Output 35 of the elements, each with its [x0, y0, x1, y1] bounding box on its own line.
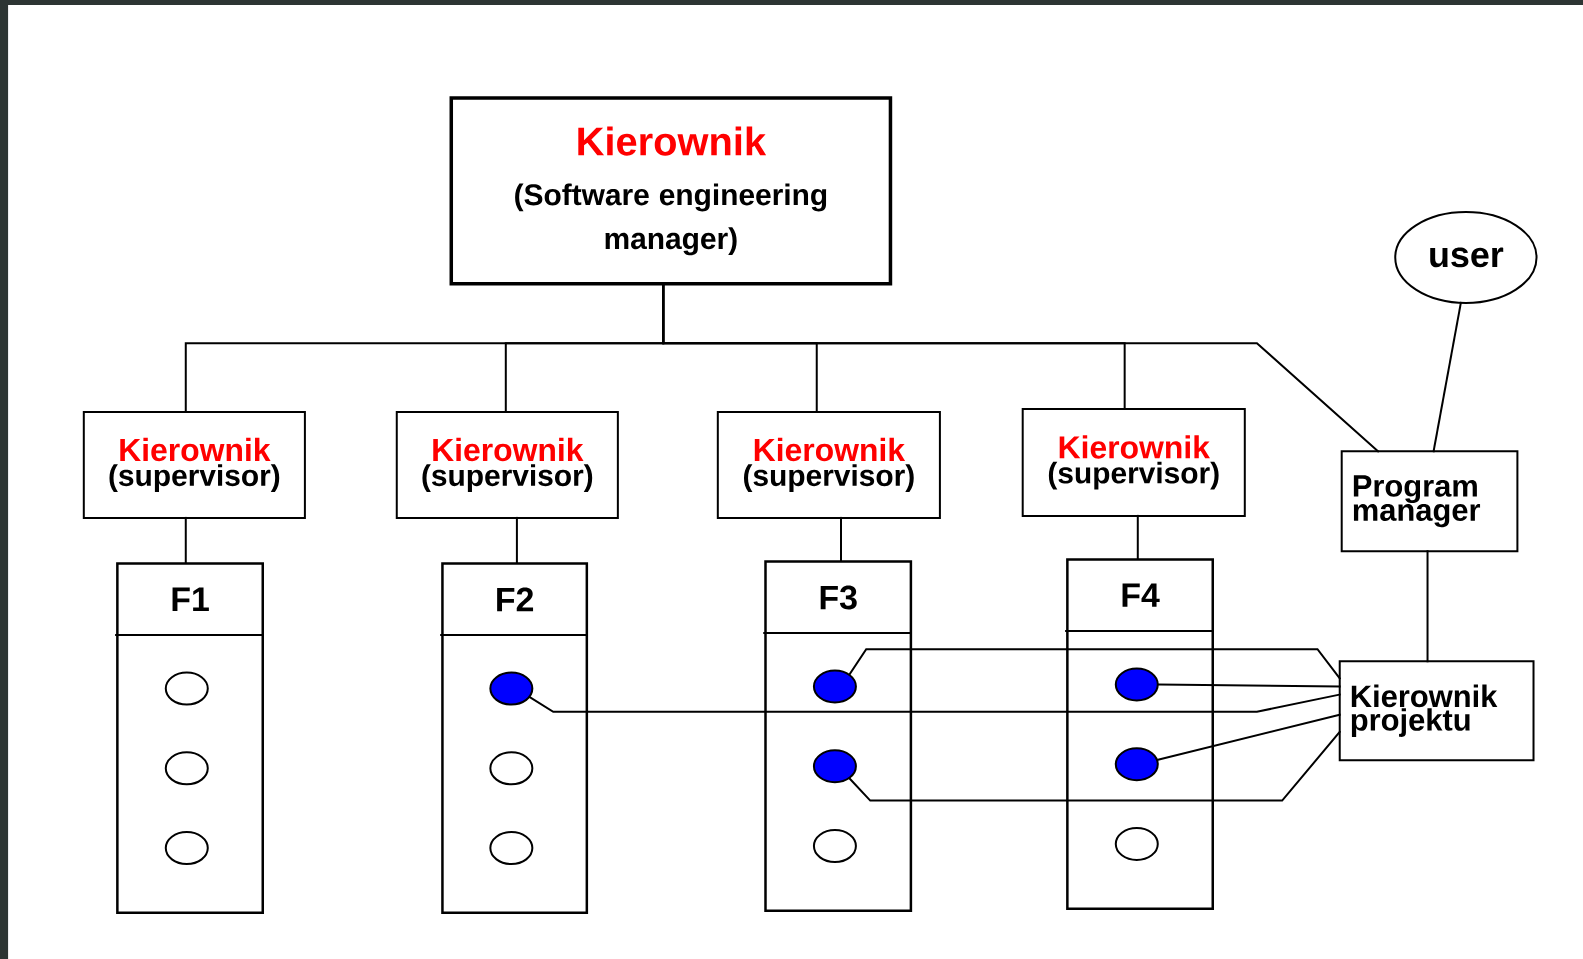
function-column: F1 [115, 562, 264, 915]
connector-line [1157, 713, 1341, 761]
filled-circle [812, 669, 857, 704]
filled-circle [1114, 747, 1159, 782]
connector-line [848, 648, 1341, 680]
function-column: F2 [440, 562, 589, 915]
role-box: Kierownik projektu [1338, 660, 1535, 762]
connector-line [1136, 514, 1139, 560]
connector-line [1157, 683, 1341, 688]
connector-line [1432, 301, 1462, 453]
empty-circle [489, 751, 534, 786]
empty-circle [164, 671, 209, 706]
filled-circle [1114, 667, 1159, 702]
supervisor-box: Kierownik (supervisor) [716, 410, 941, 519]
filled-circle [489, 671, 534, 706]
empty-circle [164, 831, 209, 865]
supervisor-box: Kierownik (supervisor) [1021, 407, 1246, 517]
supervisor-box: Kierownik (supervisor) [82, 410, 306, 519]
empty-circle [489, 831, 534, 865]
connector-line [529, 693, 1341, 713]
function-column: F3 [763, 560, 913, 913]
supervisor-box: Kierownik (supervisor) [395, 410, 619, 519]
role-box: Program manager [1340, 450, 1519, 553]
connector-line [184, 516, 187, 564]
function-column: F4 [1065, 558, 1214, 911]
empty-circle [1114, 826, 1159, 861]
empty-circle [164, 751, 209, 786]
empty-circle [812, 829, 857, 863]
connector-line [662, 282, 1380, 453]
manager-box: Kierownik (Software engineering manager) [449, 96, 893, 286]
connector-line [1426, 550, 1429, 663]
connector-line [840, 516, 842, 562]
connector-line [848, 730, 1341, 802]
filled-circle [812, 749, 857, 784]
connector-line [515, 516, 518, 564]
